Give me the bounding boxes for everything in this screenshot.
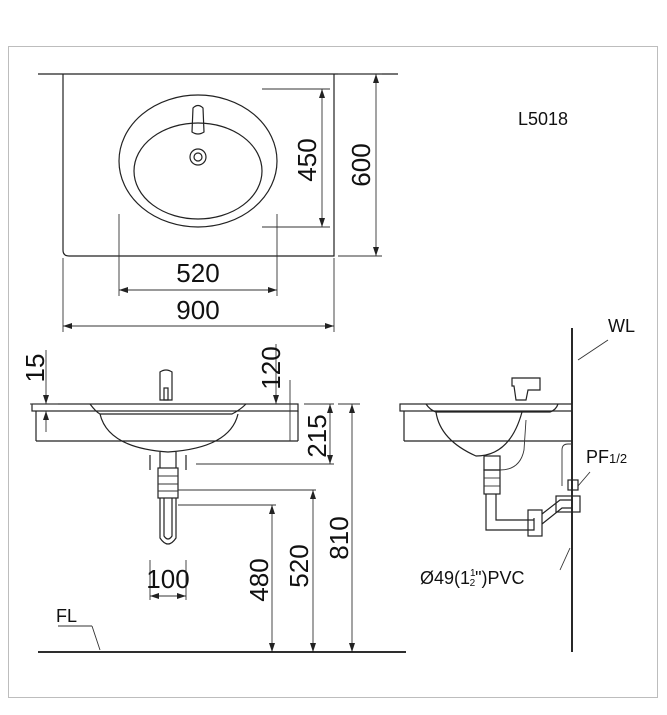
dim-bowl-depth: 450 [292, 138, 322, 181]
dim-trap: 100 [146, 564, 189, 594]
top-view [38, 73, 398, 332]
dim-total-depth: 600 [346, 143, 376, 186]
faucet-icon [191, 104, 205, 135]
dim-faucet: 120 [256, 346, 286, 389]
pvc-suffix: ")PVC [475, 568, 524, 588]
dim-slab: 15 [20, 354, 50, 383]
wall-label: WL [608, 316, 635, 336]
pipe-fitting-size: 1/2 [609, 451, 627, 466]
side-view [399, 328, 609, 652]
pipe-fitting-prefix: PF [586, 447, 609, 467]
pvc-fraction-num: 1 [470, 568, 476, 579]
pvc-prefix: Ø49(1 [420, 568, 470, 588]
drawing-frame [8, 46, 658, 698]
floor-label: FL [56, 606, 77, 626]
front-view [30, 344, 406, 653]
dim-rim: 810 [324, 516, 354, 559]
dim-outlet: 520 [284, 544, 314, 587]
dim-bowl-height: 215 [302, 414, 332, 457]
pipe-fitting-label: PF1/2 [586, 447, 627, 467]
dim-bowl-width: 520 [176, 258, 219, 288]
dim-total-width: 900 [176, 295, 219, 325]
model-label: L5018 [518, 109, 568, 129]
pvc-fraction-den: 2 [470, 578, 476, 589]
dim-drain: 480 [244, 558, 274, 601]
front-faucet-icon [159, 369, 173, 401]
side-faucet-icon [511, 377, 541, 401]
